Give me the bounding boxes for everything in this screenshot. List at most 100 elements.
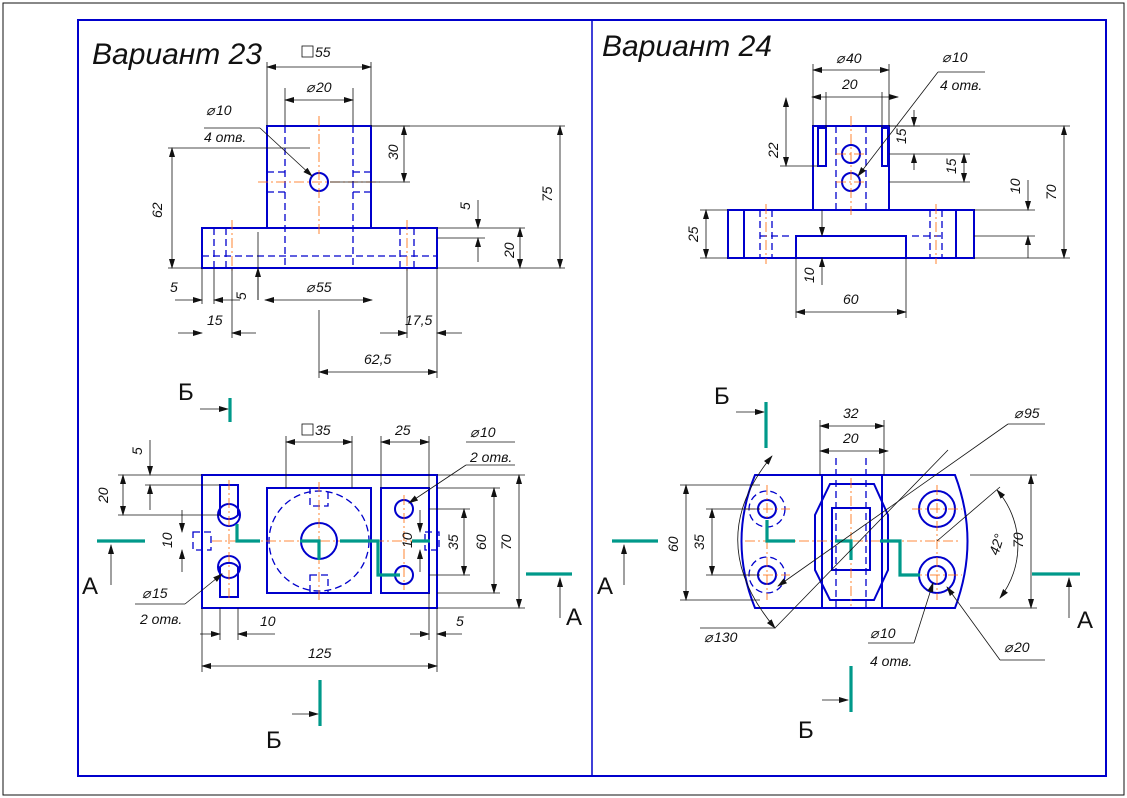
v24-section-a-right: А (1077, 607, 1093, 634)
v24-plan-view: 32 20 ⌀95 60 35 42° 70 ⌀130 (665, 405, 1045, 669)
dim-label-h25: 25 (685, 226, 701, 243)
dim-label-hole-d10: 10 (216, 102, 232, 118)
v24-section-a-left: А (597, 573, 613, 600)
dim-label-h70: 70 (498, 534, 514, 550)
dim-label-holes4: 4 отв. (940, 77, 982, 93)
dim-label-h35: 35 (691, 534, 707, 550)
dim-label-d130: 130 (714, 629, 738, 645)
dim-label-w15: 15 (207, 312, 223, 328)
drawing-line (259, 127, 313, 177)
variant-23: Вариант 23 55 (82, 38, 582, 754)
drawing-text: ⌀ (142, 585, 152, 601)
drawing-path (740, 474, 969, 609)
drawing-line (184, 573, 223, 605)
v24-section-b-bottom: Б (798, 717, 814, 744)
drawing-line (408, 464, 467, 504)
dim-label-h10b: 10 (801, 267, 817, 283)
v24-front-view: ⌀40 20 ⌀10 4 отв. 22 15 15 10 (685, 49, 1070, 318)
dim-label-d20: 20 (315, 79, 332, 95)
drawing-rect (301, 45, 314, 58)
drawing-rect (881, 127, 889, 167)
dim-label-h5: 5 (129, 447, 145, 455)
dim-label-h5: 5 (457, 202, 473, 210)
drawing-rect (192, 531, 212, 551)
dim-label-h75: 75 (539, 186, 555, 202)
drawing-text: ⌀ (836, 50, 846, 66)
drawing-text: ⌀ (206, 102, 216, 118)
dim-label-h20: 20 (95, 487, 111, 504)
drawing-line (774, 449, 949, 629)
dim-label-h15a: 15 (893, 128, 909, 144)
dim-label-hole-d10: 10 (480, 424, 496, 440)
drawing-text: ⌀ (942, 49, 952, 65)
v23-section-b-bottom: Б (266, 727, 282, 754)
drawing-rect (201, 227, 438, 269)
dim-label-h20: 20 (501, 242, 517, 259)
dim-label-hole-d15: 15 (152, 585, 168, 601)
drawing-text: ⌀ (470, 424, 480, 440)
drawing-path (219, 484, 239, 521)
dim-label-hole-d10: 10 (880, 625, 896, 641)
drawing-line (913, 582, 934, 644)
v23-section-a-right: А (566, 604, 582, 631)
dim-label-h70: 70 (1043, 184, 1059, 200)
dim-label-hole-d10: 10 (952, 49, 968, 65)
drawing-path (795, 235, 907, 258)
drawing-path (814, 483, 889, 601)
dim-label-ang42: 42° (986, 531, 1008, 556)
drawing-path (996, 489, 1019, 599)
dim-label-holes2b: 2 отв. (139, 611, 182, 627)
dim-label-h10: 10 (1007, 178, 1023, 194)
drawing-line (946, 586, 1001, 661)
dim-label-h22: 22 (765, 142, 781, 159)
dim-label-w20: 20 (842, 430, 859, 446)
dim-label-holes2: 2 отв. (469, 449, 512, 465)
dim-label-w17-5: 17,5 (405, 312, 432, 328)
v23-front-view: 55 ⌀20 ⌀10 4 отв. 30 62 75 (149, 44, 565, 378)
drawing-rect (301, 423, 314, 436)
dim-label-h10: 10 (159, 532, 175, 548)
dim-label-d40: 40 (846, 50, 862, 66)
v23-section-a-left: А (82, 573, 98, 600)
dim-label-h60: 60 (473, 534, 489, 550)
dim-label-sq35: 35 (315, 422, 331, 438)
drawing-text: ⌀ (1004, 639, 1014, 655)
dim-label-w20: 20 (841, 76, 858, 92)
drawing-path (235, 524, 430, 577)
drawing-rect (201, 474, 438, 609)
drawing-path (936, 486, 1001, 542)
dim-label-holes4: 4 отв. (204, 129, 246, 145)
drawing-line (777, 423, 1009, 587)
dim-label-h30: 30 (385, 144, 401, 160)
dim-label-w10: 10 (260, 613, 276, 629)
dim-label-w60: 60 (843, 291, 859, 307)
dim-label-d20: 20 (1013, 639, 1030, 655)
dim-label-d95: 95 (1024, 405, 1040, 421)
dim-label-w32: 32 (843, 405, 859, 421)
dim-label-w5b: 5 (233, 292, 249, 300)
drawing-line (857, 71, 939, 177)
dim-label-sq55: 55 (315, 44, 331, 60)
drawing-text: ⌀ (704, 629, 714, 645)
drawing-path (219, 561, 239, 598)
dim-label-h35: 35 (445, 534, 461, 550)
variant-23-title: Вариант 23 (92, 38, 262, 71)
variant-24-title: Вариант 24 (602, 30, 772, 63)
dim-label-w25: 25 (394, 422, 411, 438)
v23-plan-view: 35 25 ⌀10 2 отв. 5 20 10 10 (95, 422, 525, 672)
drawing-text: ⌀ (1014, 405, 1024, 421)
dim-label-w125: 125 (308, 645, 332, 661)
dim-label-d55: 55 (316, 279, 332, 295)
v23-section-b-top: Б (178, 379, 194, 406)
dim-label-h60: 60 (665, 536, 681, 552)
dim-label-holes4: 4 отв. (870, 653, 912, 669)
drawing-text: ⌀ (306, 279, 316, 295)
dim-label-w62-5: 62,5 (364, 351, 391, 367)
dim-label-h62: 62 (149, 202, 165, 218)
v24-section-b-top: Б (714, 383, 730, 410)
dim-label-w5: 5 (456, 613, 464, 629)
dim-label-h10: 10 (399, 532, 415, 548)
dim-label-h70: 70 (1010, 532, 1026, 548)
drawing-path (737, 455, 776, 629)
